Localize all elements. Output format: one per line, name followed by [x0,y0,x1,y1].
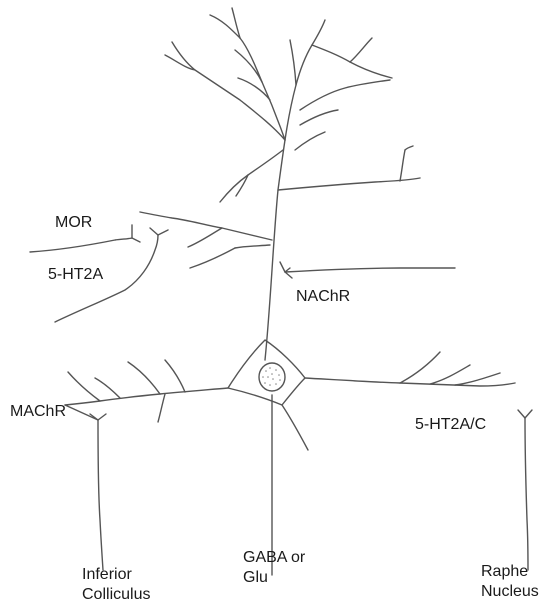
nucleus-stipple [262,367,281,386]
label-raphe-nucleus-2: Nucleus [481,582,539,601]
label-nachr: NAChR [296,287,350,306]
basal-dendrites [65,352,515,575]
label-inferior-colliculus-1: Inferior [82,565,132,584]
label-5-ht2a-c: 5-HT2A/C [415,415,486,434]
label-5-ht2a: 5-HT2A [48,265,103,284]
label-machr: MAChR [10,402,66,421]
nachr-terminal [280,262,292,278]
machr-dendrite-tip [65,405,98,420]
label-raphe-nucleus-1: Raphe [481,562,528,581]
label-gaba-glu-2: Glu [243,568,268,587]
label-inferior-colliculus-2: Colliculus [82,585,150,604]
label-gaba-glu-1: GABA or [243,548,305,567]
machr-axon [90,414,106,570]
label-mor: MOR [55,213,92,232]
ht2ac-axon [518,410,532,570]
apical-dendrite [140,8,455,360]
